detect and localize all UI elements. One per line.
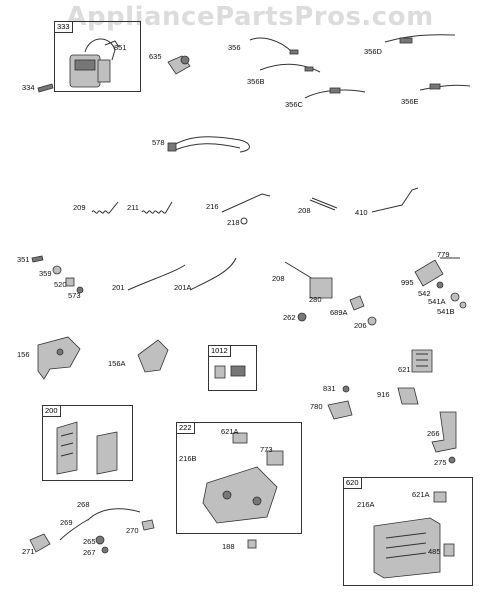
- bracket-266: [431, 411, 457, 464]
- part-label-356D: 356D: [364, 47, 382, 56]
- box-620: 620: [343, 477, 473, 586]
- part-label-265: 265: [83, 537, 96, 546]
- part-label-208-mid: 208: [272, 274, 285, 283]
- part-label-270: 270: [126, 526, 139, 535]
- part-label-188: 188: [222, 542, 235, 551]
- part-label-216: 216: [206, 202, 219, 211]
- small-parts-262-206: [297, 295, 377, 326]
- spring-209: [91, 201, 119, 214]
- part-label-201: 201: [112, 283, 125, 292]
- part-label-267: 267: [83, 548, 96, 557]
- part-334-drawing: [37, 83, 54, 93]
- part-label-359: 359: [39, 269, 52, 278]
- part-label-275: 275: [434, 458, 447, 467]
- parts-779-541: [414, 257, 467, 309]
- part-label-356B: 356B: [247, 77, 265, 86]
- part-label-280: 280: [309, 295, 322, 304]
- part-label-268: 268: [77, 500, 90, 509]
- part-label-520: 520: [54, 280, 67, 289]
- part-621: [411, 349, 433, 373]
- box-222: 222: [176, 422, 302, 534]
- part-label-351: 351: [17, 255, 30, 264]
- box-label-333: 333: [54, 21, 73, 33]
- part-label-356E: 356E: [401, 97, 419, 106]
- small-parts-351-573: [31, 255, 84, 294]
- part-label-485: 485: [428, 547, 441, 556]
- part-333-drawing: [69, 38, 120, 88]
- part-label-831: 831: [323, 384, 336, 393]
- part-label-621A-box222: 621A: [221, 427, 239, 436]
- part-label-211: 211: [127, 203, 139, 212]
- rod-216: [221, 193, 271, 225]
- spring-211: [141, 201, 173, 214]
- part-label-208-top: 208: [298, 206, 311, 215]
- part-label-635: 635: [149, 52, 162, 61]
- part-label-621A-box620: 621A: [412, 490, 430, 499]
- part-label-201A: 201A: [174, 283, 192, 292]
- part-label-621: 621: [398, 365, 411, 374]
- part-label-262: 262: [283, 313, 296, 322]
- part-label-851: 851: [114, 43, 127, 52]
- part-label-269: 269: [60, 518, 73, 527]
- part-label-356C: 356C: [285, 100, 303, 109]
- part-916: [397, 387, 419, 405]
- part-label-541A: 541A: [428, 297, 446, 306]
- part-label-216B: 216B: [179, 454, 197, 463]
- part-label-209: 209: [73, 203, 86, 212]
- part-635-drawing: [167, 55, 191, 75]
- rod-410: [371, 187, 419, 213]
- part-label-541B: 541B: [437, 307, 455, 316]
- part-label-542: 542: [418, 289, 431, 298]
- box-200: 200: [42, 405, 133, 481]
- bracket-156A: [137, 339, 169, 373]
- part-label-271: 271: [22, 547, 35, 556]
- bracket-156: [37, 336, 81, 380]
- part-label-689A: 689A: [330, 308, 348, 317]
- part-label-995: 995: [401, 278, 414, 287]
- part-label-334: 334: [22, 83, 35, 92]
- part-label-578: 578: [152, 138, 165, 147]
- box-333: 333: [54, 21, 141, 92]
- part-label-780: 780: [310, 402, 323, 411]
- box-label-620: 620: [343, 477, 362, 489]
- part-label-410: 410: [355, 208, 368, 217]
- part-label-916: 916: [377, 390, 390, 399]
- part-label-773: 773: [260, 445, 273, 454]
- part-label-573: 573: [68, 291, 81, 300]
- box-label-200: 200: [42, 405, 61, 417]
- part-label-218: 218: [227, 218, 240, 227]
- part-label-779: 779: [437, 250, 450, 259]
- part-label-156A: 156A: [108, 359, 126, 368]
- rods-201: [127, 257, 237, 291]
- part-831-780: [327, 385, 353, 420]
- part-label-206: 206: [354, 321, 367, 330]
- box-label-222: 222: [176, 422, 195, 434]
- part-label-156: 156: [17, 350, 30, 359]
- wires-356: [249, 34, 471, 99]
- box-label-1012: 1012: [208, 345, 231, 357]
- part-label-216A: 216A: [357, 500, 375, 509]
- wire-578: [167, 136, 250, 153]
- rod-208: [309, 197, 338, 211]
- part-label-356: 356: [228, 43, 241, 52]
- part-label-266: 266: [427, 429, 440, 438]
- box-1012: 1012: [208, 345, 257, 391]
- watermark: AppliancePartsPros.com: [66, 2, 434, 32]
- bracket-280: [309, 277, 333, 299]
